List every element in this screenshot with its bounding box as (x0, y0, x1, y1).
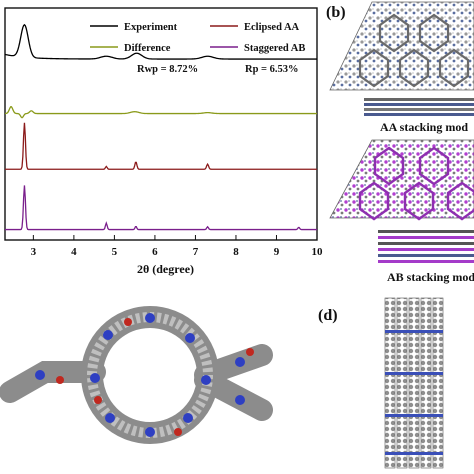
legend-label-experiment: Experiment (124, 22, 178, 33)
x-axis-title: 2θ (degree) (137, 262, 194, 276)
legend-label-difference: Difference (124, 43, 171, 54)
x-tick-label: 3 (31, 246, 37, 258)
series-line-staggered-ab (5, 185, 317, 231)
x-tick-label: 7 (193, 246, 199, 258)
x-tick-label: 5 (112, 246, 118, 258)
x-tick-label: 4 (71, 246, 77, 258)
rp-annotation: Rp = 6.53% (245, 64, 299, 75)
legend-label-eclipsed-aa: Eclipsed AA (244, 22, 300, 33)
aa-stacking-caption: AA stacking mod (380, 120, 468, 134)
pore-molecular-model (0, 306, 273, 444)
ab-stacking-caption: AB stacking mod (387, 270, 474, 284)
panel-b: (b) AA stacking mod (326, 1, 474, 284)
panel-d: (d) (318, 297, 444, 469)
ab-model-side-view (378, 230, 474, 263)
rwp-annotation: Rwp = 8.72% (137, 64, 198, 75)
xrd-chart: 3 4 5 6 7 8 9 10 Experiment Difference Eclipsed… (4, 7, 323, 276)
plot-frame (4, 7, 318, 241)
series-layer (4, 23, 317, 231)
legend: Experiment Difference Eclipsed AA Stagge… (90, 22, 305, 75)
legend-label-staggered-ab: Staggered AB (244, 43, 305, 54)
series-line-difference (4, 106, 317, 119)
aa-model-top-view (329, 1, 474, 91)
aa-model-side-view (364, 98, 474, 116)
panel-label-d: (d) (318, 307, 338, 324)
panel-label-b: (b) (326, 4, 346, 21)
x-tick-label: 10 (312, 246, 324, 258)
x-tick-label: 8 (233, 246, 239, 258)
series-line-experiment (4, 23, 317, 60)
x-axis-ticks: 3 4 5 6 7 8 9 10 (31, 235, 323, 258)
stacked-columns-model (384, 297, 444, 469)
ab-model-top-view (329, 139, 474, 221)
x-tick-label: 9 (274, 246, 280, 258)
series-line-eclipsed-aa (5, 122, 317, 170)
x-tick-label: 6 (152, 246, 158, 258)
